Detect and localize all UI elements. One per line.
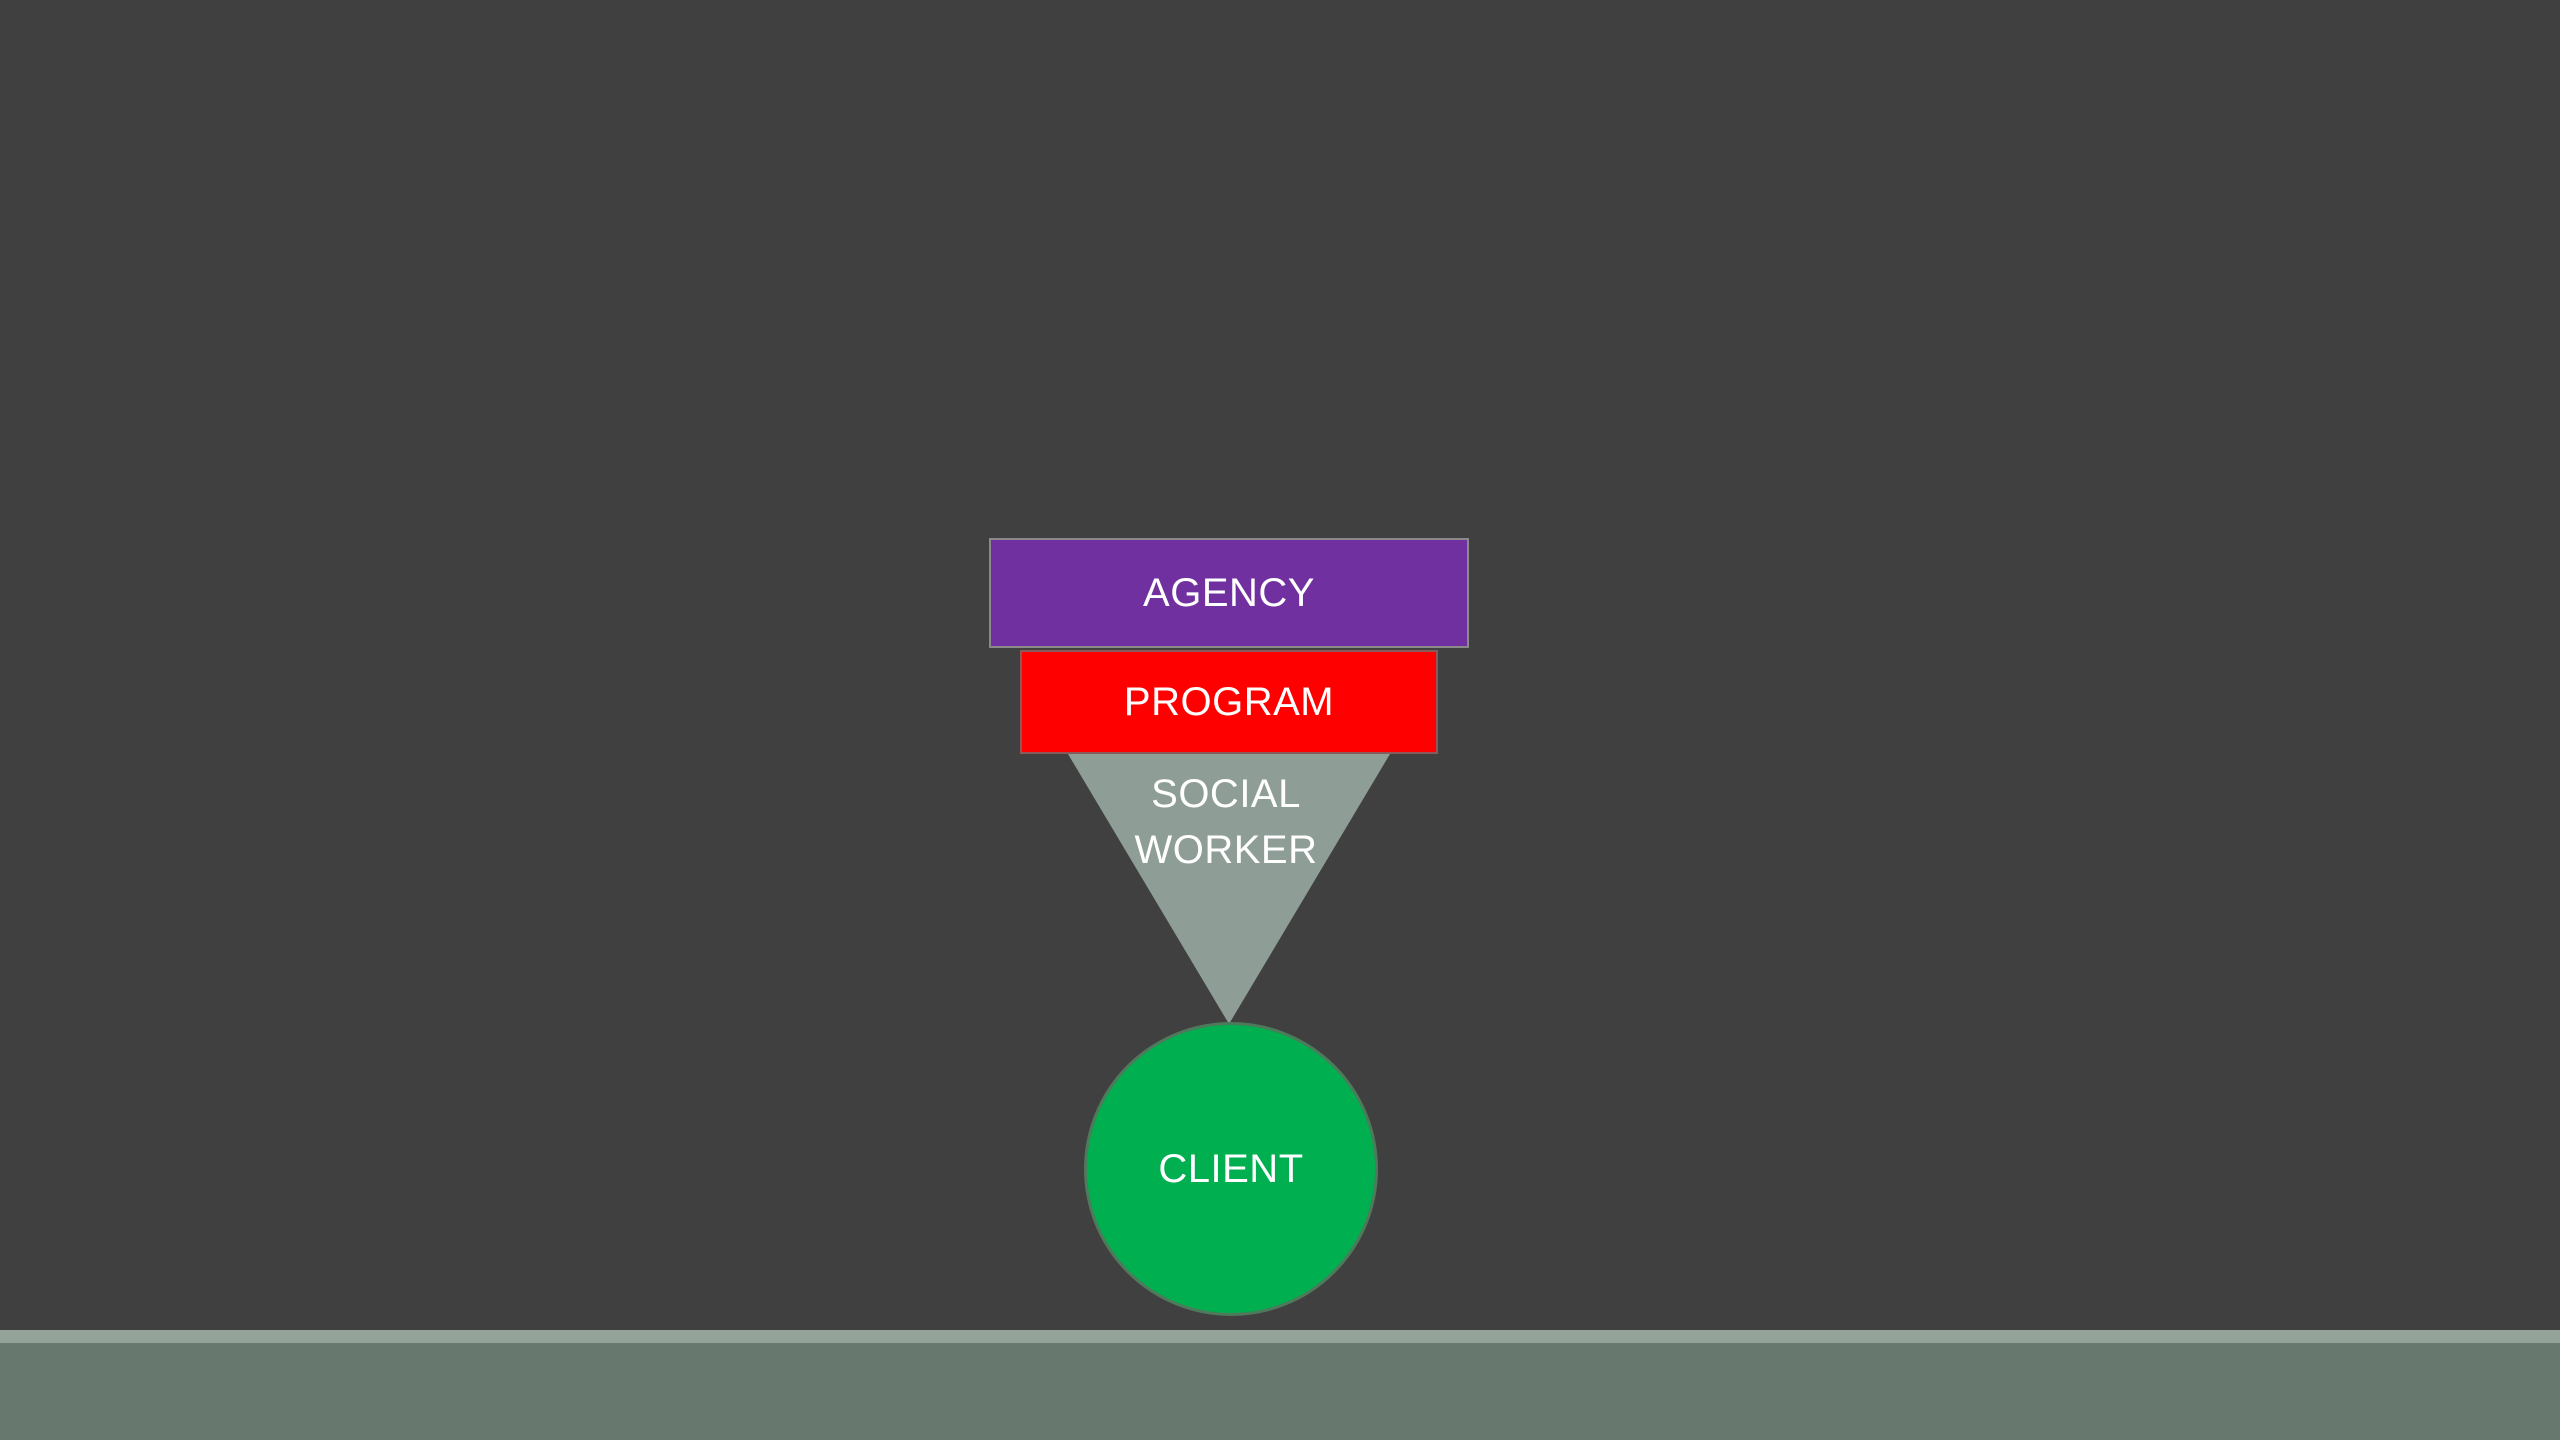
- social-worker-shape: [1068, 754, 1390, 1024]
- client-circle: CLIENT: [1084, 1022, 1378, 1316]
- program-box: PROGRAM: [1020, 650, 1438, 754]
- social-worker-triangle: [1068, 754, 1390, 1024]
- agency-label: AGENCY: [1143, 571, 1315, 615]
- social-worker-label-line1: SOCIAL: [1151, 772, 1301, 816]
- ground-edge: [0, 1330, 2560, 1343]
- client-label: CLIENT: [1158, 1147, 1304, 1191]
- program-label: PROGRAM: [1123, 680, 1335, 724]
- social-worker-label-line2: WORKER: [1134, 828, 1318, 872]
- ground: [0, 1343, 2560, 1440]
- agency-box: AGENCY: [989, 538, 1469, 648]
- social-worker-label: SOCIAL WORKER: [1068, 766, 1384, 878]
